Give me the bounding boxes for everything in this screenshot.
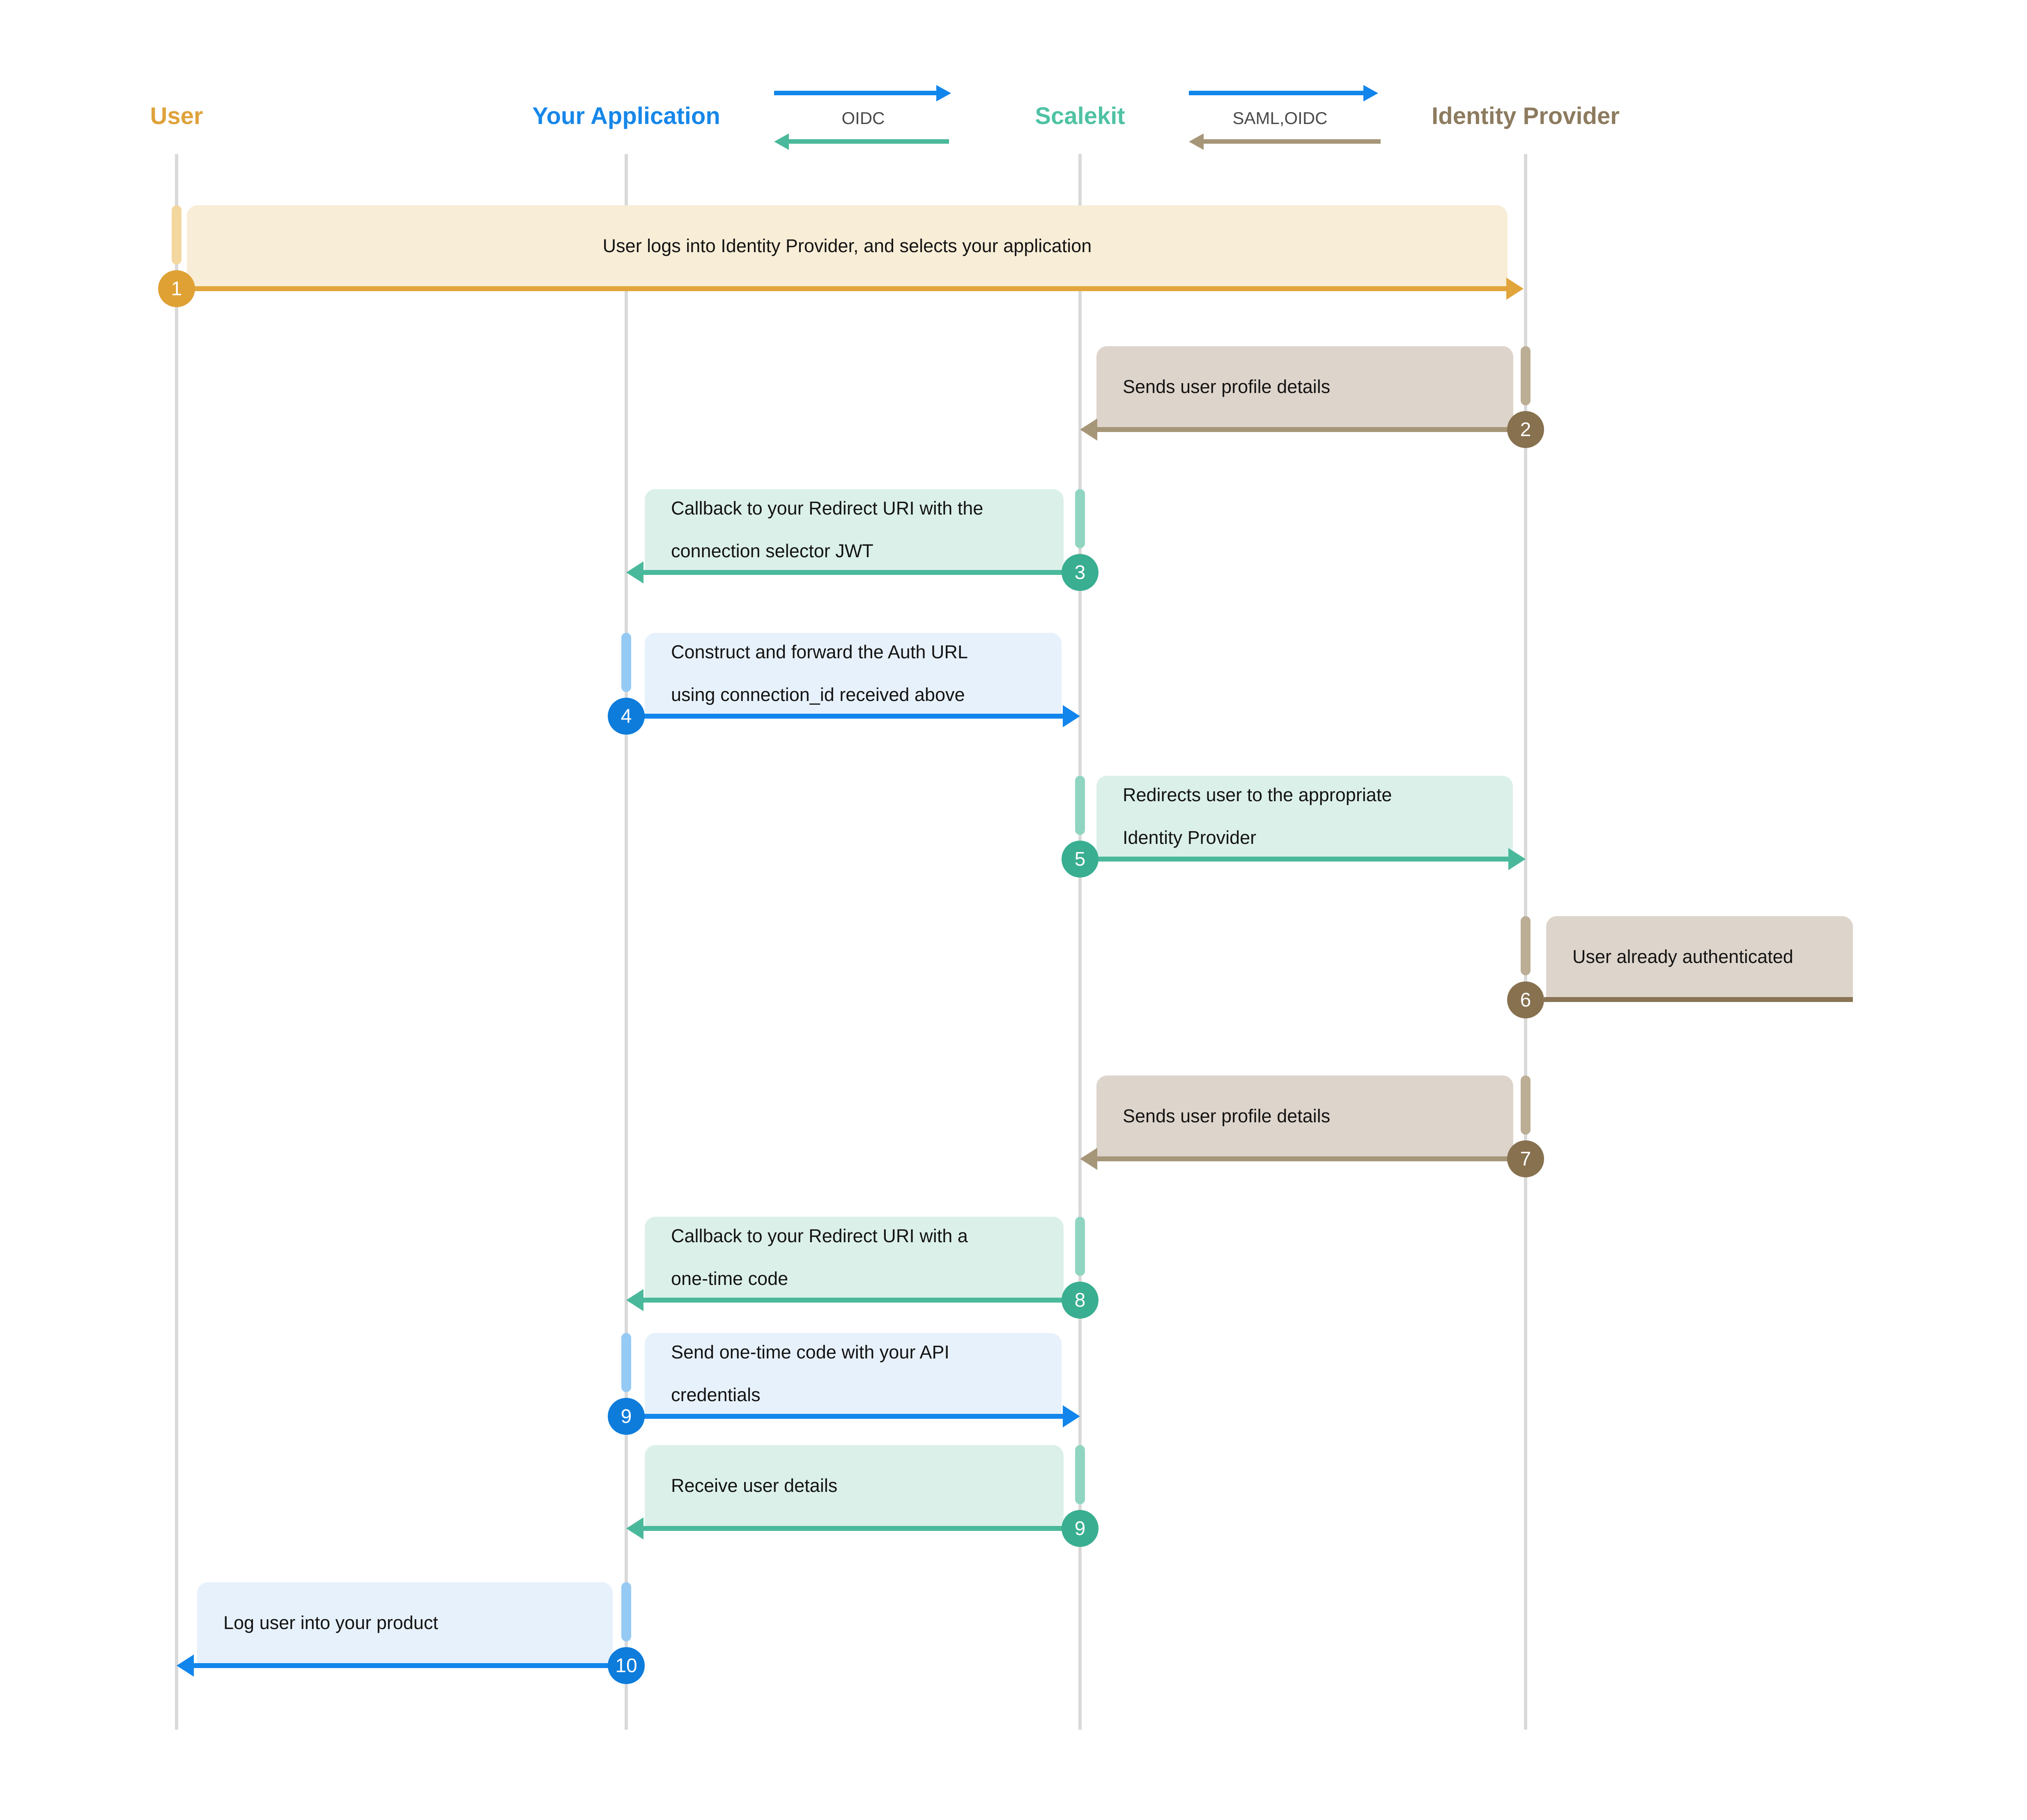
- message-arrow-step-7: [1097, 1156, 1526, 1161]
- note-underline-step-6: [1544, 997, 1853, 1002]
- activation-bar-scalekit: [1075, 776, 1085, 835]
- message-text: User already authenticated: [1572, 946, 1793, 967]
- actor-user: User: [150, 103, 203, 129]
- arrow-head-left-icon: [626, 561, 643, 584]
- message-text: User logs into Identity Provider, and se…: [602, 235, 1092, 256]
- message-text: Callback to your Redirect URI with the c…: [671, 497, 984, 561]
- message-box-step-9-send: Send one-time code with your API credent…: [645, 1333, 1062, 1414]
- legend-saml-oidc: SAML,OIDC: [1232, 108, 1328, 128]
- message-box-step-2: Sends user profile details: [1096, 346, 1513, 427]
- step-badge-3: 3: [1062, 554, 1099, 591]
- actor-your-application: Your Application: [532, 103, 720, 129]
- message-box-step-7: Sends user profile details: [1096, 1075, 1513, 1156]
- step-badge-7: 7: [1507, 1140, 1544, 1177]
- step-badge-9-receive: 9: [1062, 1510, 1099, 1547]
- message-text: Redirects user to the appropriate Identi…: [1123, 784, 1392, 848]
- oidc-arrow-left-head-icon: [774, 133, 789, 150]
- lifeline-user: [175, 154, 178, 1730]
- arrow-head-right-icon: [1063, 1405, 1080, 1427]
- message-box-step-9-receive: Receive user details: [645, 1445, 1064, 1526]
- arrow-head-left-icon: [1080, 1148, 1097, 1170]
- activation-bar-identity-provider: [1521, 1075, 1531, 1135]
- lifeline-your-application: [625, 154, 628, 1730]
- message-text: Sends user profile details: [1123, 1105, 1331, 1126]
- message-box-step-4: Construct and forward the Auth URL using…: [645, 633, 1062, 714]
- message-box-step-10: Log user into your product: [197, 1582, 613, 1663]
- saml-arrow-left-line: [1204, 139, 1381, 144]
- message-text: Sends user profile details: [1123, 376, 1331, 397]
- arrow-head-left-icon: [626, 1517, 643, 1540]
- oidc-arrow-right-line: [774, 91, 936, 95]
- step-badge-10: 10: [608, 1647, 645, 1684]
- message-arrow-step-2: [1097, 427, 1526, 432]
- actor-identity-provider: Identity Provider: [1432, 103, 1620, 129]
- step-badge-1: 1: [158, 270, 195, 307]
- activation-bar-your-application: [621, 633, 631, 692]
- message-arrow-step-8: [643, 1298, 1080, 1303]
- step-badge-5: 5: [1062, 841, 1099, 878]
- note-box-step-6: User already authenticated: [1546, 916, 1853, 997]
- message-box-step-5: Redirects user to the appropriate Identi…: [1096, 776, 1513, 857]
- message-arrow-step-1: [177, 286, 1506, 291]
- step-badge-4: 4: [608, 698, 645, 735]
- message-arrow-step-9-send: [626, 1414, 1063, 1419]
- message-box-step-3: Callback to your Redirect URI with the c…: [645, 489, 1064, 570]
- activation-bar-scalekit: [1075, 489, 1085, 548]
- message-arrow-step-4: [626, 714, 1063, 719]
- activation-bar-scalekit: [1075, 1445, 1085, 1504]
- message-arrow-step-5: [1080, 857, 1508, 862]
- step-badge-2: 2: [1507, 411, 1544, 448]
- step-badge-6: 6: [1507, 981, 1544, 1018]
- message-arrow-step-3: [643, 570, 1080, 575]
- activation-bar-scalekit: [1075, 1217, 1085, 1276]
- message-arrow-step-10: [194, 1663, 626, 1668]
- message-text: Callback to your Redirect URI with a one…: [671, 1225, 968, 1289]
- message-text: Construct and forward the Auth URL using…: [671, 641, 968, 705]
- saml-arrow-right-line: [1189, 91, 1363, 95]
- message-box-step-1: User logs into Identity Provider, and se…: [187, 205, 1508, 286]
- message-text: Receive user details: [671, 1475, 838, 1496]
- message-box-step-8: Callback to your Redirect URI with a one…: [645, 1217, 1064, 1298]
- message-text: Send one-time code with your API credent…: [671, 1341, 949, 1405]
- arrow-head-left-icon: [626, 1289, 643, 1311]
- arrow-head-right-icon: [1506, 278, 1524, 300]
- arrow-head-right-icon: [1508, 848, 1526, 870]
- activation-bar-identity-provider: [1521, 346, 1531, 405]
- arrow-head-right-icon: [1063, 705, 1080, 727]
- legend-oidc: OIDC: [841, 108, 885, 128]
- arrow-head-left-icon: [1080, 418, 1097, 441]
- step-badge-9-send: 9: [608, 1398, 645, 1435]
- saml-arrow-right-head-icon: [1363, 85, 1378, 101]
- oidc-arrow-right-head-icon: [936, 85, 951, 101]
- activation-bar-identity-provider: [1521, 916, 1531, 975]
- lifeline-scalekit: [1078, 154, 1082, 1730]
- saml-arrow-left-head-icon: [1189, 133, 1204, 150]
- activation-bar-your-application: [621, 1582, 631, 1641]
- message-arrow-step-9-receive: [643, 1526, 1080, 1531]
- oidc-arrow-left-line: [789, 139, 949, 144]
- message-text: Log user into your product: [223, 1612, 438, 1633]
- arrow-head-left-icon: [177, 1655, 194, 1677]
- actor-scalekit: Scalekit: [1035, 103, 1125, 129]
- activation-bar-your-application: [621, 1333, 631, 1392]
- activation-bar-user: [172, 205, 182, 264]
- step-badge-8: 8: [1062, 1282, 1099, 1319]
